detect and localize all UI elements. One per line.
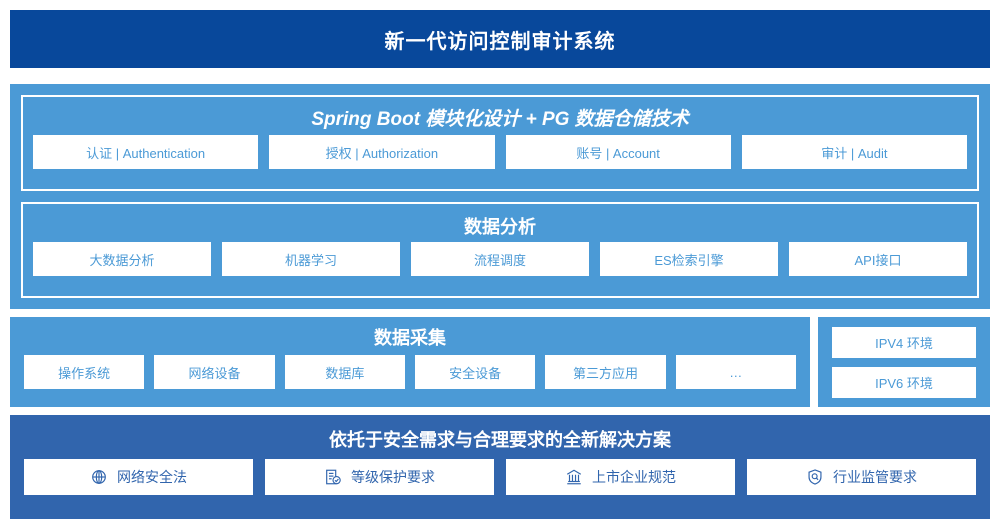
chip-label: 大数据分析 (89, 252, 155, 268)
chip-authorization[interactable]: 授权 | Authorization (269, 135, 495, 169)
chip-label: ES检索引擎 (654, 252, 724, 268)
analysis-chip-row: 大数据分析 机器学习 流程调度 ES检索引擎 API接口 (33, 242, 967, 276)
chip-label: … (729, 364, 743, 380)
page-title: 新一代访问控制审计系统 (384, 30, 616, 53)
chip-label: 安全设备 (449, 365, 502, 381)
solution-chip-row: 网络安全法 等级保护要求 (24, 459, 976, 495)
collection-title: 数据采集 (374, 328, 446, 348)
chip-authentication[interactable]: 认证 | Authentication (33, 135, 259, 169)
chip-label: 授权 | Authorization (325, 145, 439, 161)
chip-classified-protection[interactable]: 等级保护要求 (265, 459, 494, 495)
chip-machine-learning[interactable]: 机器学习 (222, 242, 400, 276)
analysis-title: 数据分析 (464, 217, 536, 237)
chip-label: 账号 | Account (576, 145, 660, 161)
springboot-title: Spring Boot 模块化设计 + PG 数据仓储技术 (311, 109, 689, 130)
chip-label: 等级保护要求 (351, 469, 435, 485)
chip-label: 第三方应用 (572, 365, 638, 381)
chip-label: 审计 | Audit (821, 145, 888, 161)
environment-section: IPV4 环境 IPV6 环境 (818, 317, 990, 407)
collection-section: 数据采集 操作系统 网络设备 数据库 安全设备 第三方应用 … (10, 317, 810, 407)
chip-label: API接口 (854, 252, 902, 268)
chip-process-scheduling[interactable]: 流程调度 (411, 242, 589, 276)
shield-search-icon (806, 468, 824, 486)
analysis-section: 数据分析 大数据分析 机器学习 流程调度 ES检索引擎 API接口 (21, 202, 979, 298)
chip-label: IPV4 环境 (875, 335, 933, 351)
chip-security-device[interactable]: 安全设备 (414, 355, 536, 389)
chip-label: 机器学习 (284, 252, 337, 268)
chip-label: 认证 | Authentication (86, 145, 206, 161)
chip-cybersecurity-law[interactable]: 网络安全法 (24, 459, 253, 495)
springboot-chip-row: 认证 | Authentication 授权 | Authorization 账… (33, 135, 967, 169)
chip-more[interactable]: … (675, 355, 796, 389)
chip-label: 流程调度 (473, 252, 526, 268)
chip-listed-enterprise-standard[interactable]: 上市企业规范 (506, 459, 735, 495)
chip-label: 网络安全法 (117, 469, 187, 485)
springboot-section: Spring Boot 模块化设计 + PG 数据仓储技术 认证 | Authe… (21, 95, 979, 191)
chip-network-device[interactable]: 网络设备 (154, 355, 275, 389)
document-check-icon (324, 468, 342, 486)
chip-third-party-app[interactable]: 第三方应用 (545, 355, 666, 389)
chip-api-interface[interactable]: API接口 (789, 242, 967, 276)
chip-label: 网络设备 (188, 365, 241, 381)
chip-label: 操作系统 (58, 365, 111, 381)
chip-bigdata-analysis[interactable]: 大数据分析 (33, 242, 211, 276)
chip-audit[interactable]: 审计 | Audit (741, 135, 967, 169)
chip-es-search-engine[interactable]: ES检索引擎 (600, 242, 778, 276)
solution-title: 依托于安全需求与合理要求的全新解决方案 (329, 430, 671, 450)
globe-icon (90, 468, 108, 486)
solution-section: 依托于安全需求与合理要求的全新解决方案 网络安全法 (10, 415, 990, 519)
chip-label: 数据库 (325, 365, 365, 381)
chip-industry-regulation[interactable]: 行业监管要求 (747, 459, 976, 495)
chip-label: IPV6 环境 (875, 375, 933, 391)
platform-panel: Spring Boot 模块化设计 + PG 数据仓储技术 认证 | Authe… (10, 84, 990, 309)
collection-chip-row: 操作系统 网络设备 数据库 安全设备 第三方应用 … (24, 355, 796, 389)
bank-icon (565, 468, 583, 486)
page-header: 新一代访问控制审计系统 (10, 10, 990, 68)
chip-ipv4-environment[interactable]: IPV4 环境 (832, 326, 976, 358)
chip-ipv6-environment[interactable]: IPV6 环境 (832, 366, 976, 398)
chip-operating-system[interactable]: 操作系统 (24, 355, 145, 389)
chip-label: 上市企业规范 (592, 469, 676, 485)
chip-label: 行业监管要求 (833, 469, 917, 485)
chip-account[interactable]: 账号 | Account (505, 135, 731, 169)
chip-database[interactable]: 数据库 (284, 355, 405, 389)
